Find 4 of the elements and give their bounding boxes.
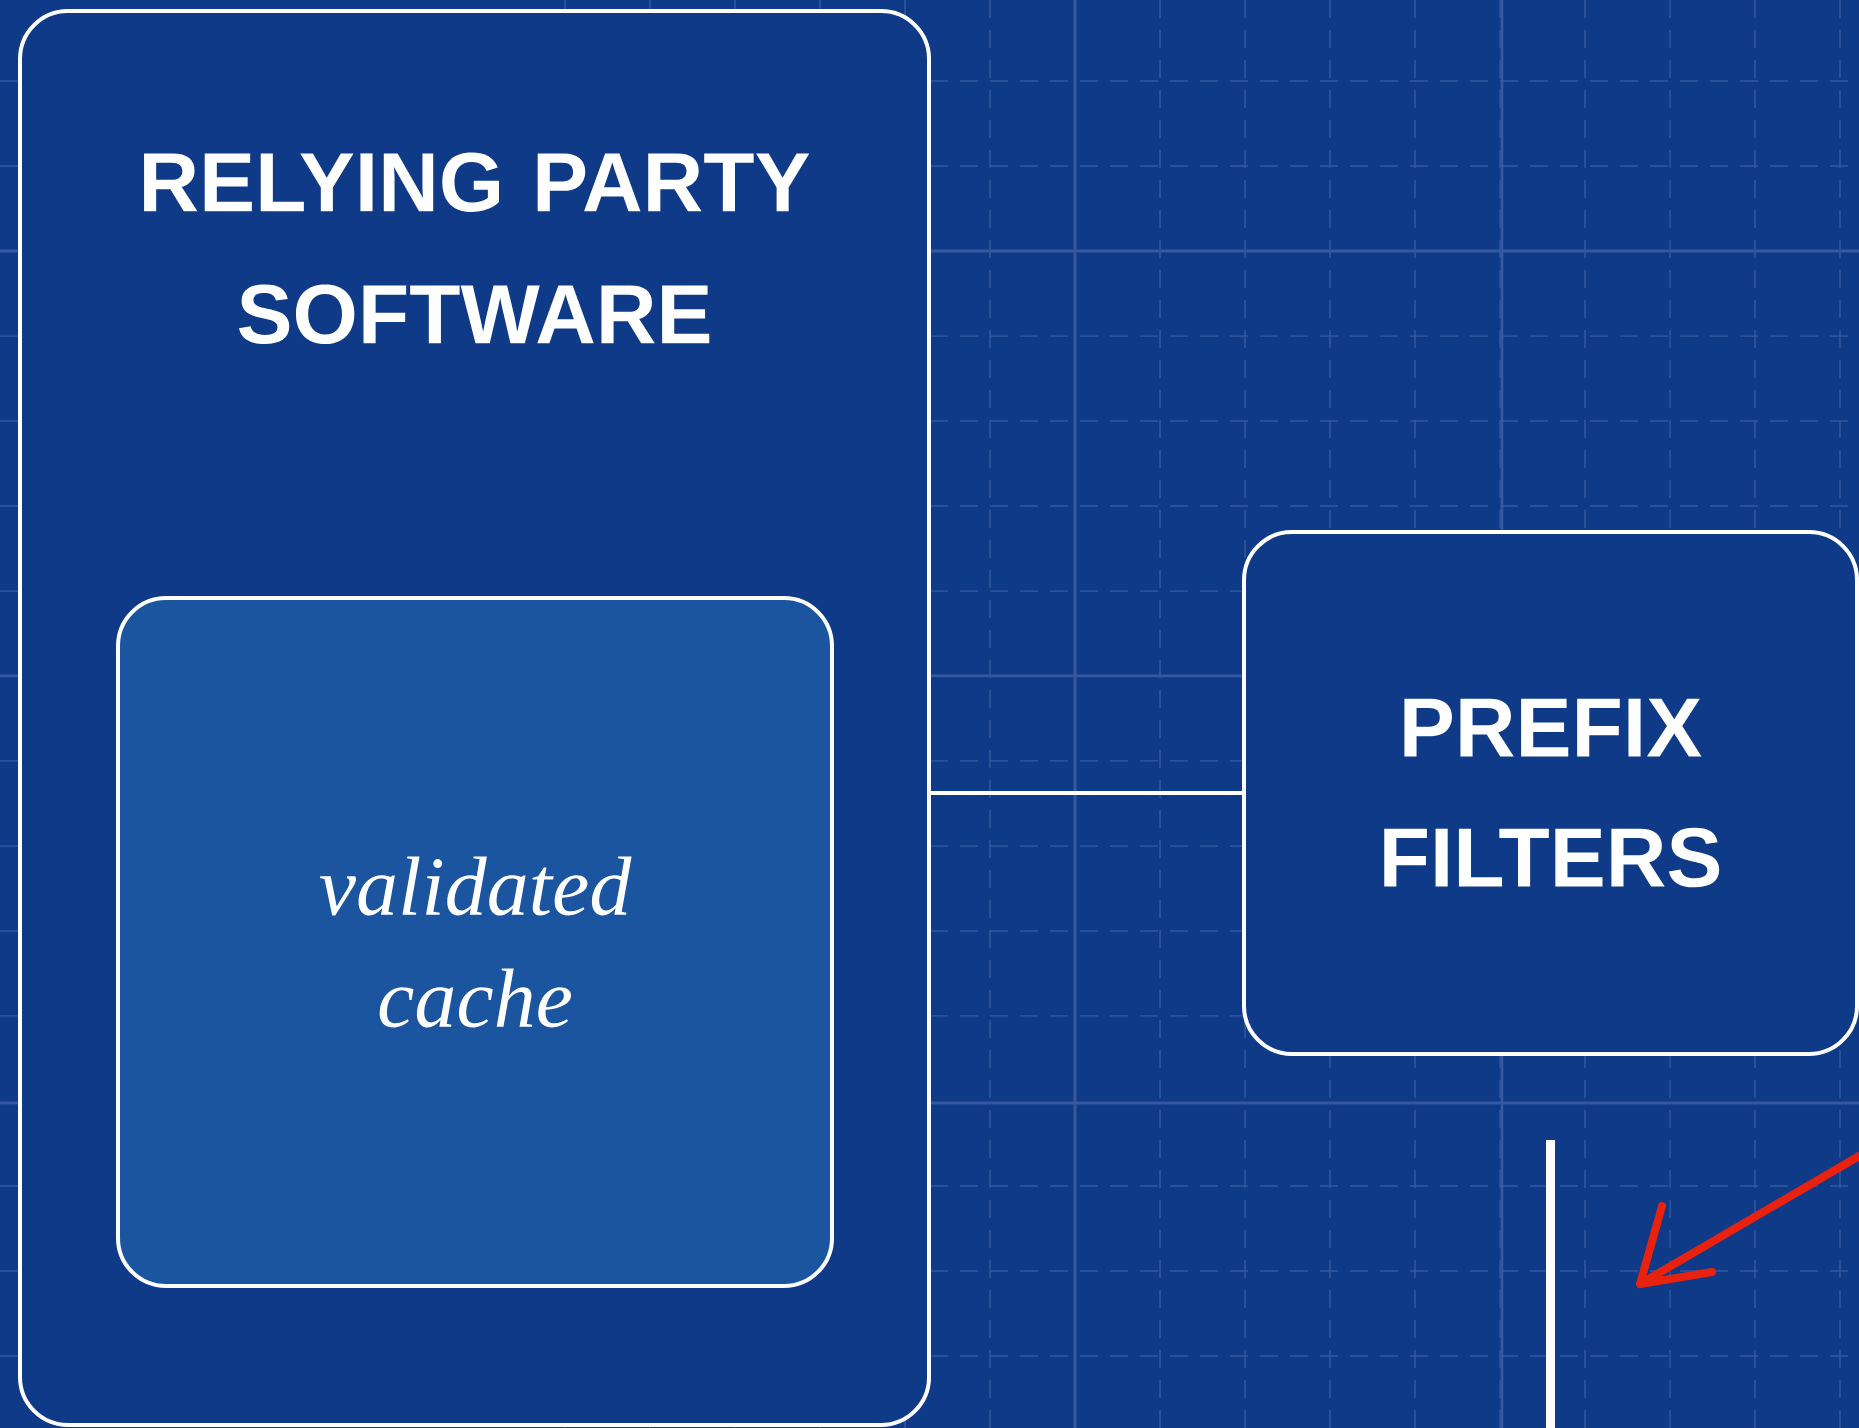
- connector-line: [1546, 1140, 1555, 1428]
- cache-box: validated cache: [116, 596, 834, 1288]
- process-box: PREFIX FILTERS: [1242, 530, 1859, 1056]
- connector-line: [931, 791, 1242, 795]
